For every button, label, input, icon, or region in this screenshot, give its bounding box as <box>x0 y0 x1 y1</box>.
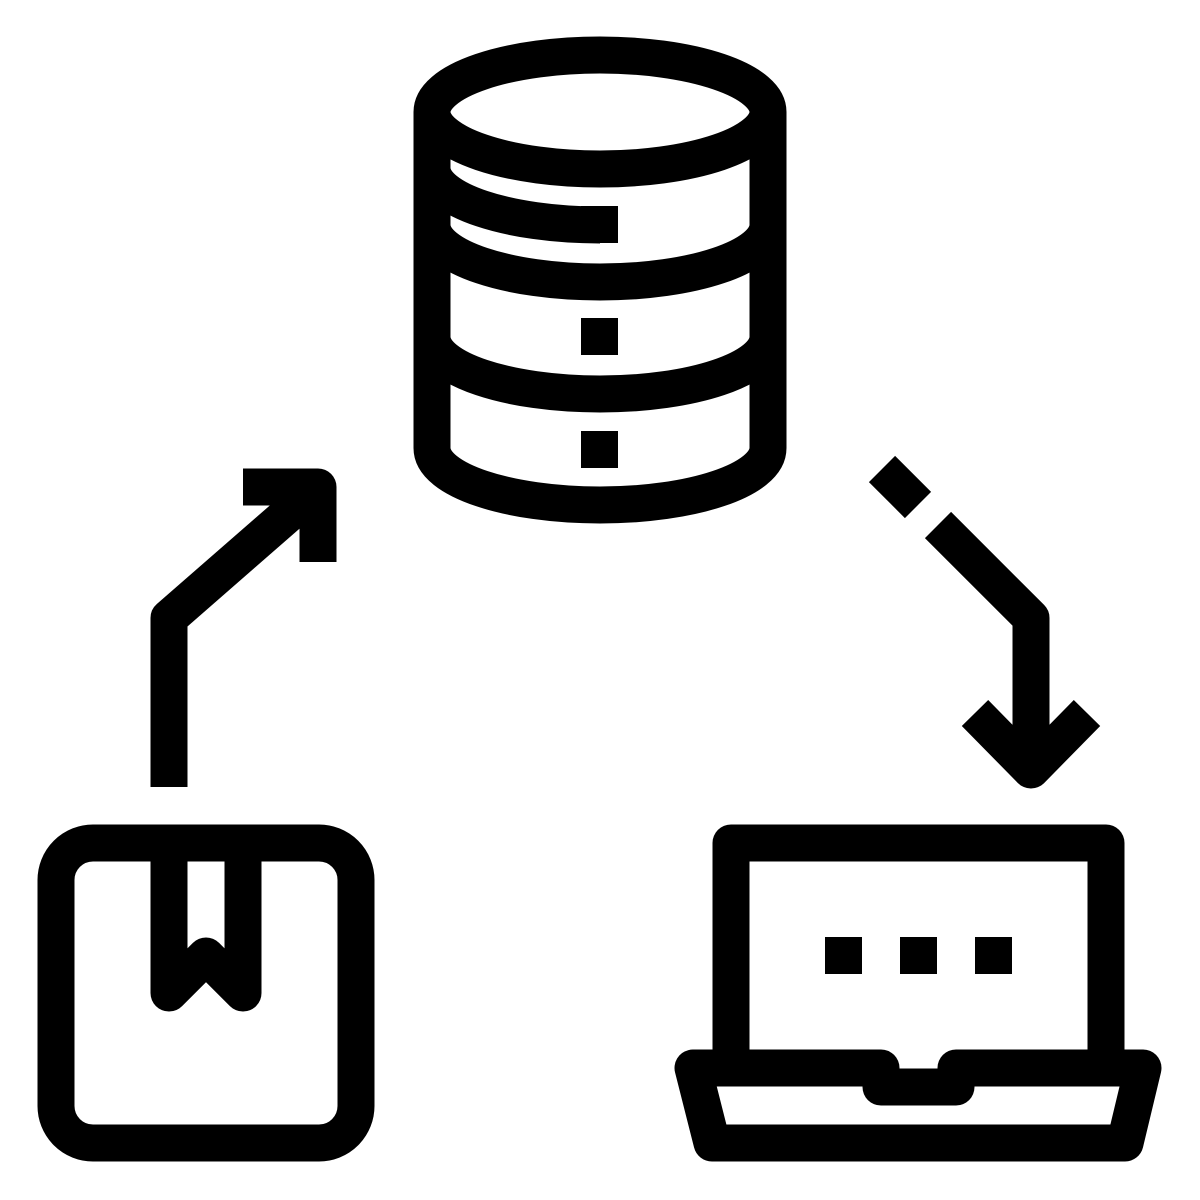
database-ring-1 <box>413 222 787 301</box>
upload-arrow-shaft <box>150 474 331 787</box>
database-indicators <box>581 206 618 468</box>
arrow-down-right-icon <box>868 455 1101 789</box>
database-ring-3 <box>413 165 601 244</box>
laptop-base <box>674 1049 1162 1162</box>
package-box-tape <box>150 843 262 1012</box>
download-arrow-dash <box>868 455 932 519</box>
database-body <box>413 112 787 524</box>
laptop-dot-3 <box>975 937 1012 974</box>
laptop-dot-2 <box>900 937 937 974</box>
download-arrow-shaft <box>924 511 1050 770</box>
database-indicator-3 <box>581 431 618 468</box>
upload-arrow-head <box>243 468 337 562</box>
database-ring-2 <box>413 334 787 413</box>
laptop-screen-dots <box>825 937 1012 974</box>
download-arrow-head <box>961 700 1101 789</box>
database-icon <box>413 36 787 524</box>
laptop-dot-1 <box>825 937 862 974</box>
package-box-icon <box>37 824 375 1162</box>
arrow-up-right-icon <box>150 468 337 787</box>
laptop-screen <box>712 824 1125 1087</box>
database-indicator-1 <box>581 206 618 243</box>
package-box-outline <box>37 824 375 1162</box>
database-indicator-2 <box>581 318 618 355</box>
laptop-icon <box>674 824 1162 1162</box>
